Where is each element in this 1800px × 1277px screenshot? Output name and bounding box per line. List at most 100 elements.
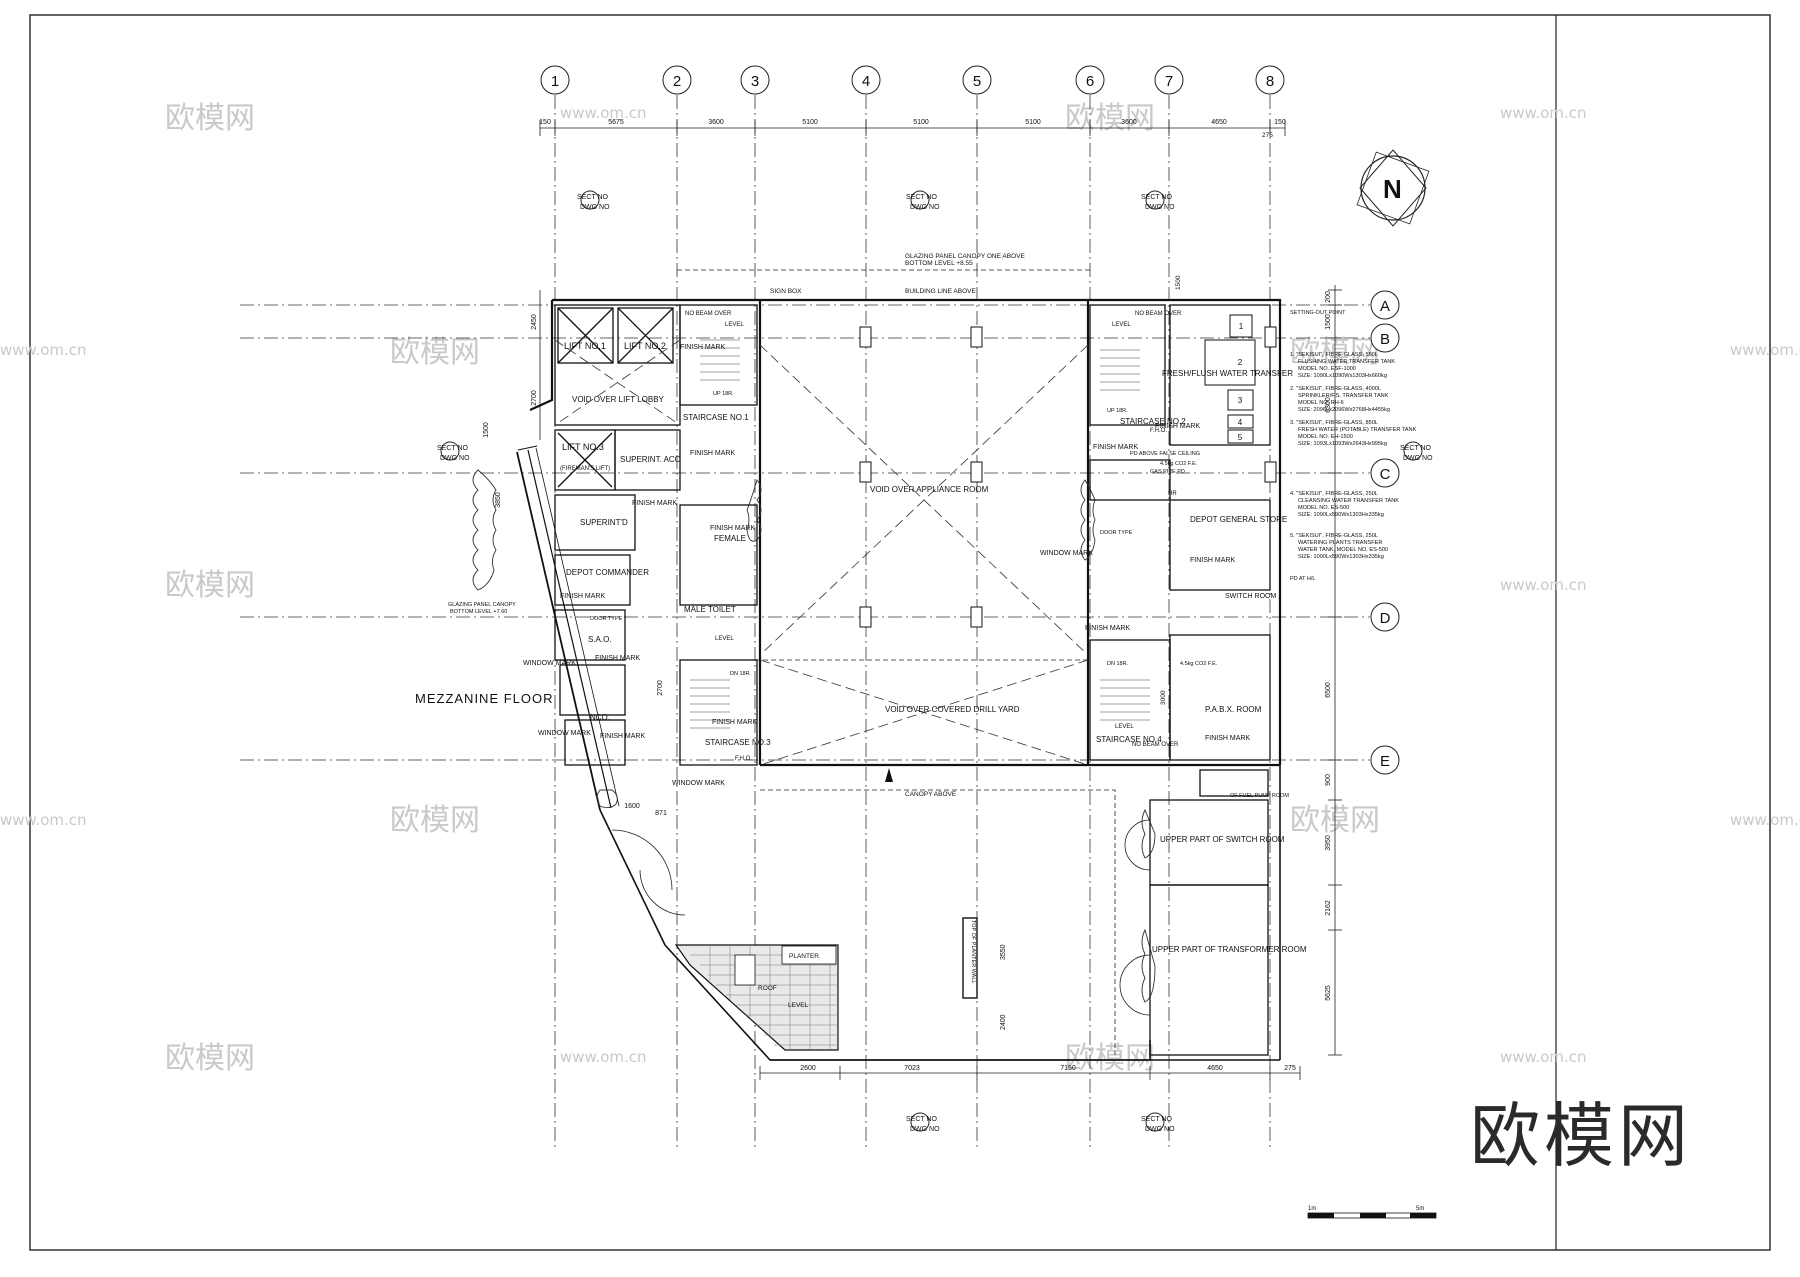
room-fresh-flush: FRESH/FLUSH WATER TRANSFER xyxy=(1162,369,1293,378)
room-female: FEMALE xyxy=(714,534,746,543)
grid-label-4: 4 xyxy=(862,73,870,90)
dimension-text: 2400 xyxy=(1000,1014,1007,1030)
canopy-left-level: BOTTOM LEVEL +7.60 xyxy=(450,609,507,615)
room-upper-switch: UPPER PART OF SWITCH ROOM xyxy=(1160,835,1285,844)
watermark-cn: 欧模网 xyxy=(1065,101,1155,136)
room-sao: S.A.O. xyxy=(588,635,612,644)
grid-label-8: 8 xyxy=(1266,73,1274,90)
level-mark: LEVEL xyxy=(1112,322,1131,328)
dimension-text: 2450 xyxy=(531,314,538,330)
room-nco: NCO. xyxy=(590,713,610,722)
top-dimension-values: 150 5675 3600 5100 5100 5100 3600 4650 1… xyxy=(539,119,1286,126)
grid-bubble-7 xyxy=(1154,65,1184,95)
fire-extinguisher: 4.5kg CO2 F.E. xyxy=(1180,661,1218,667)
section-mark: SECT NO xyxy=(906,1116,938,1123)
room-depot-store: DEPOT GENERAL STORE xyxy=(1190,515,1287,524)
finish-mark: FINISH MARK xyxy=(1155,423,1200,430)
grid-column-bubbles xyxy=(540,65,1285,95)
window-mark: WINDOW MARK xyxy=(538,730,591,737)
room-pabx: P.A.B.X. ROOM xyxy=(1205,705,1262,714)
canopy-level: BOTTOM LEVEL +8.55 xyxy=(905,260,973,267)
canopy-above-label: CANOPY ABOVE xyxy=(905,791,957,798)
hose-reel: HR xyxy=(1168,491,1177,497)
dimension-text: 4650 xyxy=(1211,119,1227,126)
canopy-note: GLAZING PANEL CANOPY ONE ABOVE xyxy=(905,253,1025,260)
section-mark: SECT NO xyxy=(1141,194,1173,201)
top-dimension-line xyxy=(539,120,1286,136)
grid-label-6: 6 xyxy=(1086,73,1094,90)
dimension-text: 1500 xyxy=(1325,314,1332,330)
room-void-lift-lobby: VOID OVER LIFT LOBBY xyxy=(572,395,665,404)
right-dimension-line xyxy=(1328,285,1342,1056)
section-mark: SECT NO xyxy=(577,194,609,201)
west-stair-treads xyxy=(690,339,740,729)
dimension-text: 5625 xyxy=(1325,985,1332,1001)
finish-mark: FINISH MARK xyxy=(680,344,725,351)
watermark-url: www.om.cn xyxy=(1500,104,1587,122)
north-label: N xyxy=(1383,174,1402,204)
watermark-cn: 欧模网 xyxy=(165,101,255,136)
tank-numbers: 1 2 3 4 5 xyxy=(1238,322,1244,442)
stair-dn: DN 18R. xyxy=(1107,661,1129,667)
watermark-url: www.om.cn xyxy=(1730,341,1800,359)
dimension-text: 7150 xyxy=(1060,1065,1076,1072)
room-upper-transformer: UPPER PART OF TRANSFORMER ROOM xyxy=(1152,945,1307,954)
section-dwg: DWG NO xyxy=(910,1126,940,1133)
grid-label-a: A xyxy=(1380,298,1390,315)
room-staircase-3: STAIRCASE NO.3 xyxy=(705,738,771,747)
dimension-text: 871 xyxy=(655,810,667,817)
tank-note-line: 1. "SEKISUI", FIBRE-GLASS, 550L xyxy=(1290,352,1378,358)
roof-label: ROOF xyxy=(758,985,777,992)
tank-number: 1 xyxy=(1239,322,1244,331)
section-labels: SECT NO DWG NO SECT NO DWG NO SECT NO DW… xyxy=(437,194,1433,1133)
level-mark: LEVEL xyxy=(1115,724,1134,730)
planter-label: PLANTER xyxy=(789,953,819,960)
dimension-text: 7023 xyxy=(904,1065,920,1072)
room-lift-3: LIFT NO.3 xyxy=(562,442,604,452)
gas-pipe: GAS PIPE PD xyxy=(1150,469,1185,475)
dimension-text: 275 xyxy=(1262,132,1273,139)
dimension-text: 5675 xyxy=(608,119,624,126)
scale-label-right: 5m xyxy=(1416,1206,1424,1212)
tank-note-line: MODEL NO. EH-1500 xyxy=(1298,434,1353,440)
fho: F.H.O. xyxy=(735,756,752,762)
finish-mark: FINISH MARK xyxy=(690,450,735,457)
grid-bubble-1 xyxy=(540,65,570,95)
room-superintd: SUPERINT'D xyxy=(580,518,628,527)
landscape-shrubs xyxy=(472,469,1156,1003)
pd-at-hl: PD AT H/L xyxy=(1290,576,1315,582)
tank-note-line: SIZE: 1090Lx590Wx1303Hx335kg xyxy=(1298,512,1384,518)
stair-up: UP 18R. xyxy=(1107,408,1128,414)
finish-mark: FINISH MARK xyxy=(595,655,640,662)
dimension-text: 3600 xyxy=(708,119,724,126)
tank-note-line: FLUSHING WATER TRANSFER TANK xyxy=(1298,359,1395,365)
watermark-url: www.om.cn xyxy=(0,341,87,359)
dimension-text: 2600 xyxy=(800,1065,816,1072)
section-mark: SECT NO xyxy=(437,445,469,452)
annotations: FINISH MARK FINISH MARK FINISH MARK FINI… xyxy=(448,310,1346,799)
scale-label-left: 1m xyxy=(1308,1206,1316,1212)
no-beam-over: NO BEAM OVER xyxy=(1132,742,1179,748)
tank-note-line: SIZE: 1093Lx1093Wx2643Hx995kg xyxy=(1298,441,1387,447)
dimension-text: 6500 xyxy=(1325,682,1332,698)
center-wall-note: TOP OF PLANTER WALL xyxy=(970,920,976,983)
no-beam-over: NO BEAM OVER xyxy=(1135,311,1182,317)
scale-bar xyxy=(1307,1212,1437,1219)
section-dwg: DWG NO xyxy=(1403,455,1433,462)
building-line-label: BUILDING LINE ABOVE xyxy=(905,288,976,295)
tank-note-line: MODEL NO. RH-6 xyxy=(1298,400,1344,406)
grid-bubble-4 xyxy=(851,65,881,95)
dashed-canopy-lower xyxy=(760,789,1116,1055)
watermark-cn: 欧模网 xyxy=(165,568,255,603)
tank-note-line: MODEL NO. ESF-1000 xyxy=(1298,366,1356,372)
big-watermark: 欧模网 xyxy=(1470,1095,1692,1177)
fire-extinguisher: 4.5kg CO2 F.E. xyxy=(1160,461,1198,467)
section-dwg: DWG NO xyxy=(1145,204,1175,211)
dimension-text: 1500 xyxy=(1175,275,1182,290)
section-mark: SECT NO xyxy=(906,194,938,201)
room-fireman-lift: (FIREMAN'S LIFT) xyxy=(560,466,610,472)
dimension-text: 3550 xyxy=(1000,944,1007,960)
tank-number: 5 xyxy=(1238,433,1243,442)
grid-label-5: 5 xyxy=(973,73,981,90)
